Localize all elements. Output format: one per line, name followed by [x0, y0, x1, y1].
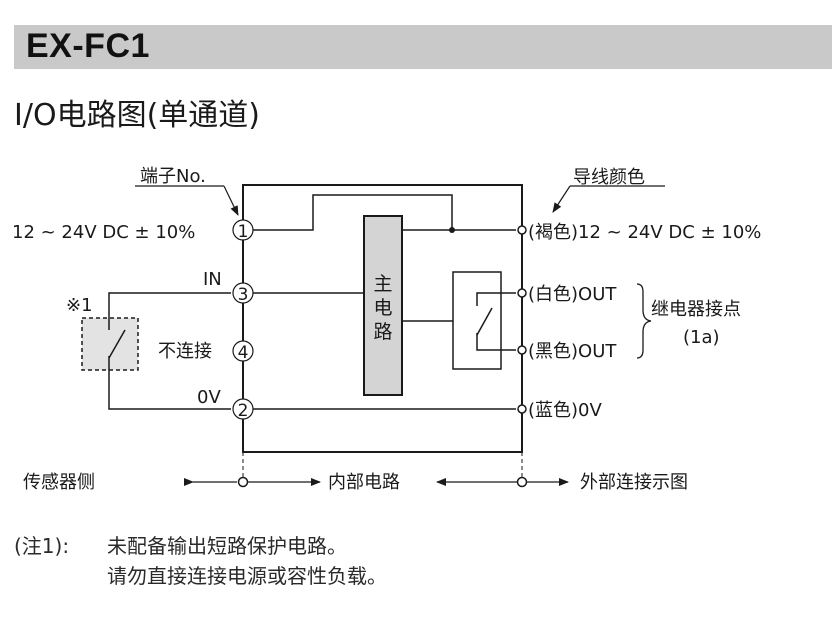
relay-contact [476, 307, 493, 336]
relay-contact-label: 继电器接点 [651, 299, 741, 320]
external-load-box [81, 317, 139, 371]
relay-wire-white [476, 292, 516, 306]
model-header-bar [14, 25, 832, 69]
black-wire-label: (黑色)OUT [528, 341, 617, 362]
relay-block [452, 271, 502, 370]
note-line-1: 未配备输出短路保护电路。 [107, 534, 347, 558]
main-circuit-char-1: 主 [373, 273, 392, 295]
left-nc-label: 不连接 [158, 341, 212, 362]
main-circuit-char-3: 路 [373, 321, 392, 343]
svg-text:3: 3 [238, 285, 249, 305]
note-marker-1: ※1 [66, 295, 93, 316]
note-line-2: 请勿直接连接电源或容性负载。 [107, 564, 387, 588]
wire-color-label: 导线颜色 [573, 167, 645, 188]
wire-in-to-switch [108, 292, 231, 330]
svg-text:4: 4 [238, 343, 249, 363]
relay-brace [636, 283, 652, 359]
left-supply-voltage: 12 ~ 24V DC ± 10% [12, 222, 195, 243]
wire-terminal-brown [517, 225, 527, 235]
internal-circuit-label: 内部电路 [328, 472, 400, 493]
wire-color-leader-arrow [552, 185, 571, 213]
left-in-label: IN [203, 269, 222, 290]
sensor-body-outline [242, 184, 523, 453]
diagram-subtitle: I/O电路图(单通道) [14, 98, 260, 133]
terminal-no-label: 端子No. [140, 166, 206, 187]
terminal-2: 2 [232, 398, 254, 421]
wire-terminal1-bypass [253, 194, 453, 231]
terminal-4: 4 [232, 340, 254, 363]
external-switch-contact [108, 329, 126, 359]
wire-terminal-white [517, 288, 527, 298]
sensor-side-label: 传感器侧 [23, 472, 95, 493]
blue-wire-label: (蓝色)0V [528, 400, 602, 421]
boundary-marker-left [237, 476, 249, 488]
brown-wire-label: (褐色)12 ~ 24V DC ± 10% [528, 222, 761, 243]
terminal-3: 3 [232, 282, 254, 305]
white-wire-label: (白色)OUT [528, 284, 617, 305]
wire-terminal-black [517, 345, 527, 355]
svg-text:1: 1 [238, 222, 249, 242]
boundary-marker-right [516, 476, 528, 488]
relay-wire-black [476, 333, 516, 351]
wire-switch-to-0v [108, 356, 231, 410]
relay-type-label: (1a) [683, 327, 720, 348]
wire-terminal-blue [517, 404, 527, 414]
terminal-leader-arrow [223, 185, 239, 216]
main-circuit-char-2: 电 [373, 297, 392, 319]
main-circuit-block [363, 215, 403, 396]
model-title: EX-FC1 [26, 27, 150, 65]
note-marker: (注1): [14, 534, 70, 558]
junction-dot [449, 227, 455, 233]
svg-text:2: 2 [238, 401, 249, 421]
left-0v-label: 0V [197, 387, 221, 408]
terminal-1: 1 [232, 219, 254, 242]
external-connection-label: 外部连接示图 [580, 472, 688, 493]
